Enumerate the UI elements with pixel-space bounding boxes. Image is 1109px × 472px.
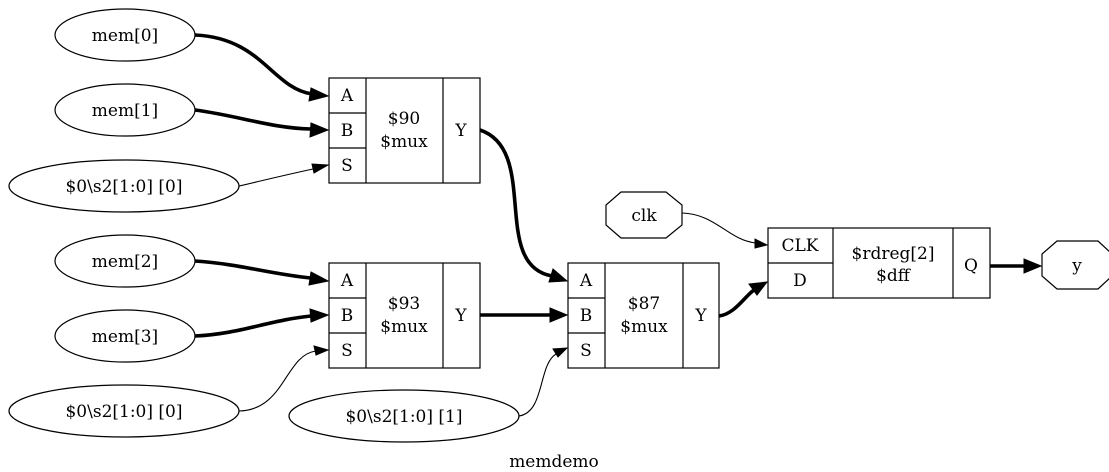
cell-dff: CLK D $rdreg[2] $dff Q [767,227,991,299]
port-y: y [1041,240,1109,290]
mux93-type: $mux [380,317,428,337]
mux87-port-s: S [580,341,592,361]
cell-mux93: A B S $93 $mux Y [328,262,481,369]
mux87-port-b: B [580,306,593,326]
mux90-port-s: S [341,156,353,176]
node-sel-c: $0\s2[1:0] [1] [288,389,520,443]
node-sel-b-label: $0\s2[1:0] [0] [65,402,182,422]
dff-port-clk: CLK [782,236,819,256]
node-mem3: mem[3] [54,309,196,363]
dff-id: $rdreg[2] [852,244,935,264]
node-mem3-label: mem[3] [92,327,158,347]
mux90-port-b: B [341,121,354,141]
mux93-port-y: Y [454,306,467,326]
port-clk-label: clk [631,206,657,226]
cell-mux90: A B S $90 $mux Y [328,77,481,184]
node-sel-b: $0\s2[1:0] [0] [8,384,240,438]
node-mem0: mem[0] [54,8,196,62]
mux93-port-s: S [341,341,353,361]
node-mem1: mem[1] [54,83,196,137]
mux87-port-a: A [579,271,593,291]
mux87-id: $87 [628,294,660,314]
mux87-port-y: Y [694,306,707,326]
dff-port-d: D [793,271,807,291]
node-mem1-label: mem[1] [92,101,158,121]
mux90-port-a: A [340,86,354,106]
mux90-id: $90 [388,109,420,129]
mux87-type: $mux [620,317,668,337]
dff-port-q: Q [964,256,978,276]
node-mem0-label: mem[0] [92,26,158,46]
node-sel-a: $0\s2[1:0] [0] [8,159,240,213]
port-y-label: y [1071,256,1082,276]
mux90-port-y: Y [454,121,467,141]
wires [194,33,1043,417]
mux93-id: $93 [388,294,420,314]
mux93-port-b: B [341,306,354,326]
node-sel-a-label: $0\s2[1:0] [0] [65,177,182,197]
node-mem2: mem[2] [54,234,196,288]
mux93-port-a: A [340,271,354,291]
diagram-caption: memdemo [509,452,599,472]
node-mem2-label: mem[2] [92,252,158,272]
dff-type: $dff [876,266,912,286]
port-clk: clk [605,191,683,239]
cell-mux87: A B S $87 $mux Y [567,262,720,369]
mux90-type: $mux [380,132,428,152]
node-sel-c-label: $0\s2[1:0] [1] [345,407,462,427]
